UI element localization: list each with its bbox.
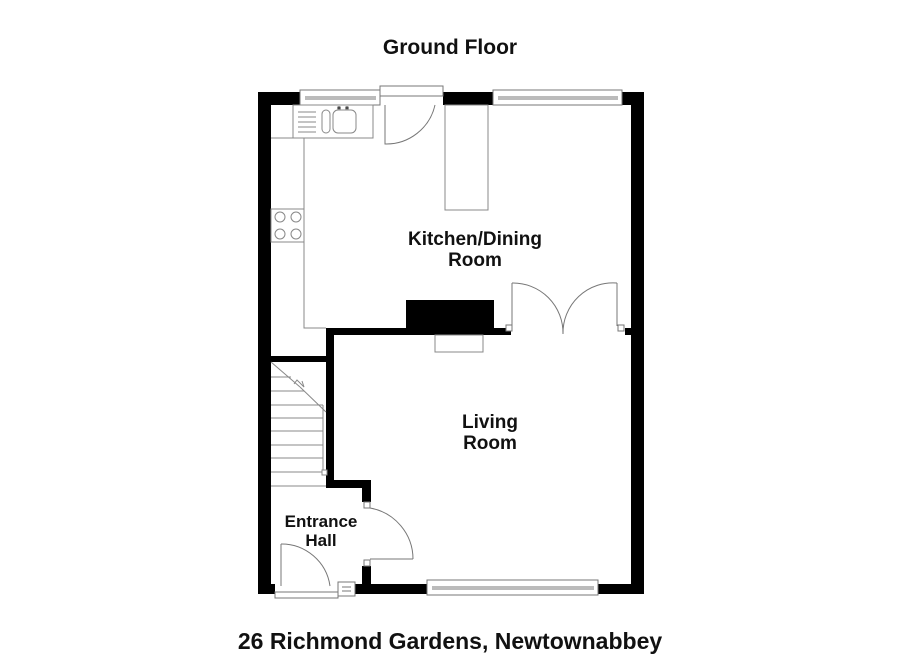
sink-icon bbox=[332, 109, 357, 134]
room-name-line2: Room bbox=[448, 250, 502, 271]
room-label-living-room: Living Room bbox=[420, 412, 560, 454]
back-door bbox=[379, 85, 444, 145]
room-name-line1: Living bbox=[462, 412, 518, 433]
kitchen-counters bbox=[270, 104, 489, 353]
property-address: 26 Richmond Gardens, Newtownabbey bbox=[237, 628, 663, 654]
floor-title: Ground Floor bbox=[382, 36, 518, 59]
kitchen-island bbox=[444, 104, 489, 211]
internal-door bbox=[363, 501, 414, 567]
front-door bbox=[274, 543, 356, 599]
staircase bbox=[270, 361, 328, 487]
room-name-line1: Kitchen/Dining bbox=[407, 229, 543, 250]
room-name-line2: Hall bbox=[305, 531, 337, 550]
french-doors bbox=[505, 282, 625, 335]
room-label-kitchen-dining: Kitchen/Dining Room bbox=[380, 229, 570, 271]
room-name-line1: Entrance bbox=[284, 512, 358, 531]
windows bbox=[299, 89, 623, 596]
room-name-line2: Room bbox=[463, 433, 517, 454]
walls bbox=[258, 92, 644, 594]
room-label-entrance-hall: Entrance Hall bbox=[266, 512, 376, 550]
hearth bbox=[434, 334, 484, 353]
